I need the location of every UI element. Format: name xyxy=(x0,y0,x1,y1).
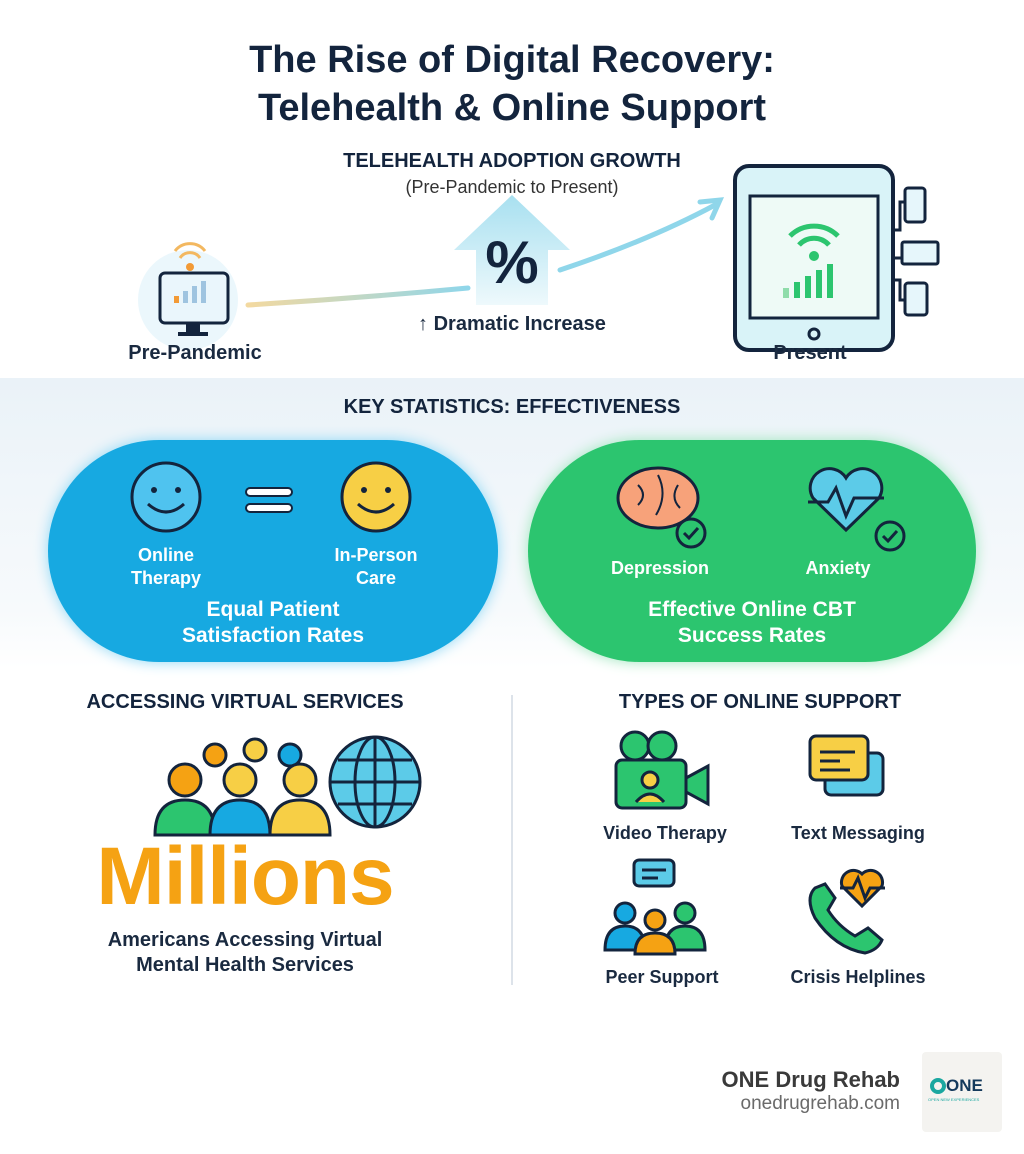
types-heading: TYPES OF ONLINE SUPPORT xyxy=(618,691,902,713)
cbt-icons xyxy=(616,466,906,552)
monitor-icon xyxy=(138,242,238,350)
access-heading: ACCESSING VIRTUAL SERVICES xyxy=(86,691,404,713)
anxiety-label: Anxiety xyxy=(805,558,871,578)
brand-name: ONE Drug Rehab xyxy=(721,1067,900,1092)
cbt-card: Depression Anxiety Effective Online CBT S… xyxy=(528,440,976,662)
phone-heart-icon xyxy=(808,868,885,955)
adoption-heading: TELEHEALTH ADOPTION GROWTH xyxy=(343,150,681,172)
crisis-helplines-label: Crisis Helplines xyxy=(790,967,926,987)
brain-icon xyxy=(616,466,707,549)
online-therapy-label: Online Therapy xyxy=(130,545,202,588)
stats-heading: KEY STATISTICS: EFFECTIVENESS xyxy=(343,396,681,418)
title-line-2: Telehealth & Online Support xyxy=(257,87,767,129)
dramatic-increase-label: ↑ Dramatic Increase xyxy=(418,313,606,335)
caption-line: Success Rates xyxy=(677,624,827,647)
support-type-icons xyxy=(603,730,885,956)
growth-line-right xyxy=(557,202,718,273)
smiley-blue-icon xyxy=(130,461,202,533)
peer-support-label: Peer Support xyxy=(605,967,719,987)
caption-line: Equal Patient xyxy=(206,598,340,621)
page-title: The Rise of Digital Recovery: Telehealth … xyxy=(0,36,1024,132)
satisfaction-icons xyxy=(130,461,412,533)
heart-pulse-icon xyxy=(808,467,906,552)
video-camera-icon xyxy=(614,730,710,810)
tablet-icon xyxy=(733,164,940,352)
caption-line: Americans Accessing Virtual xyxy=(107,929,383,951)
caption-line: Mental Health Services xyxy=(136,954,354,976)
growth-arrowhead xyxy=(697,197,725,221)
pre-pandemic-label: Pre-Pandemic xyxy=(128,342,262,364)
caption-line: Satisfaction Rates xyxy=(181,624,365,647)
satisfaction-card: Online Therapy In-Person Care Equal Pati… xyxy=(48,440,498,662)
adoption-graphic xyxy=(138,164,940,352)
people-globe-icon xyxy=(153,735,422,837)
depression-label: Depression xyxy=(610,558,710,578)
caption-line: Effective Online CBT xyxy=(648,598,856,621)
divider xyxy=(511,695,513,985)
in-person-care-label: In-Person Care xyxy=(334,545,418,588)
percent-symbol: % xyxy=(485,229,539,296)
chat-bubbles-icon xyxy=(808,734,885,797)
present-label: Present xyxy=(773,342,847,364)
footer-brand: ONE Drug Rehab onedrugrehab.com xyxy=(722,1067,900,1115)
video-therapy-label: Video Therapy xyxy=(603,823,727,843)
logo-tagline: OPEN NEW EXPERIENCES xyxy=(928,1097,980,1102)
logo-text: ONE xyxy=(946,1076,983,1095)
increase-arrow-icon xyxy=(454,195,570,305)
adoption-subheading: (Pre-Pandemic to Present) xyxy=(405,177,619,197)
text-messaging-label: Text Messaging xyxy=(791,823,925,843)
one-logo: ONE OPEN NEW EXPERIENCES xyxy=(922,1052,1002,1132)
brand-url[interactable]: onedrugrehab.com xyxy=(740,1093,901,1114)
millions-figure: Millions xyxy=(96,831,394,922)
cbt-caption: Effective Online CBT Success Rates xyxy=(528,597,976,649)
smiley-yellow-icon xyxy=(340,461,412,533)
logo-ring-icon xyxy=(930,1078,946,1094)
equals-icon xyxy=(245,487,293,513)
title-line-1: The Rise of Digital Recovery: xyxy=(249,39,775,81)
group-chat-icon xyxy=(603,858,707,956)
growth-line-left xyxy=(245,285,471,308)
